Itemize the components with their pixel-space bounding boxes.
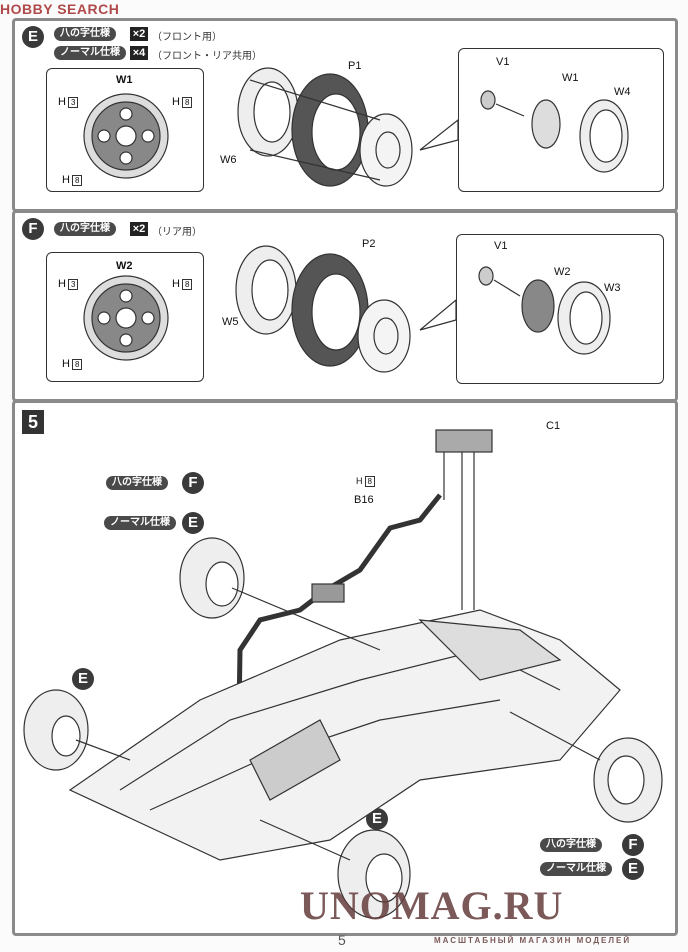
part-w6: W6 [220, 154, 237, 166]
spec-label: ノーマル仕様 [54, 46, 126, 60]
option-label: ノーマル仕様 [104, 516, 176, 530]
option-label: 八の字仕様 [106, 476, 168, 490]
unomag-tagline: МАСШТАБНЫЙ МАГАЗИН МОДЕЛЕЙ [434, 936, 632, 945]
wheel-label: W2 [116, 260, 133, 272]
option-badge-f: F [622, 834, 644, 856]
part-p1: P1 [348, 60, 362, 72]
badge-f: F [22, 218, 44, 240]
option-badge-f: F [182, 472, 204, 494]
part-w3: W3 [604, 282, 621, 294]
part-v1: V1 [494, 240, 508, 252]
wheel-label: W1 [116, 74, 133, 86]
option-badge-e: E [182, 512, 204, 534]
part-w1: W1 [562, 72, 579, 84]
page-number: 5 [338, 932, 346, 948]
part-c1: C1 [546, 420, 561, 432]
option-label: 八の字仕様 [540, 838, 602, 852]
multiplier: ×2 [130, 27, 148, 41]
badge-e: E [22, 26, 44, 48]
option-label: ノーマル仕様 [540, 862, 612, 876]
wheel-badge-e: E [366, 808, 388, 830]
part-p2: P2 [362, 238, 376, 250]
part-w2: W2 [554, 266, 571, 278]
spec-note: （リア用） [152, 227, 202, 238]
spec-note: （フロント・リア共用） [152, 51, 262, 62]
part-w4: W4 [614, 86, 631, 98]
wheel-badge-e: E [72, 668, 94, 690]
multiplier: ×2 [130, 222, 148, 236]
unomag-watermark: UNOMAG.RU [300, 883, 564, 928]
option-badge-e: E [622, 858, 644, 880]
step-number: 5 [22, 410, 44, 434]
part-v1: V1 [496, 56, 510, 68]
spec-note: （フロント用） [152, 32, 222, 43]
spec-label: 八の字仕様 [54, 27, 116, 41]
part-w5: W5 [222, 316, 239, 328]
multiplier: ×4 [130, 46, 148, 60]
part-b16: B16 [354, 494, 374, 506]
hobby-search-watermark: HOBBY SEARCH [0, 1, 120, 17]
spec-label: 八の字仕様 [54, 222, 116, 236]
